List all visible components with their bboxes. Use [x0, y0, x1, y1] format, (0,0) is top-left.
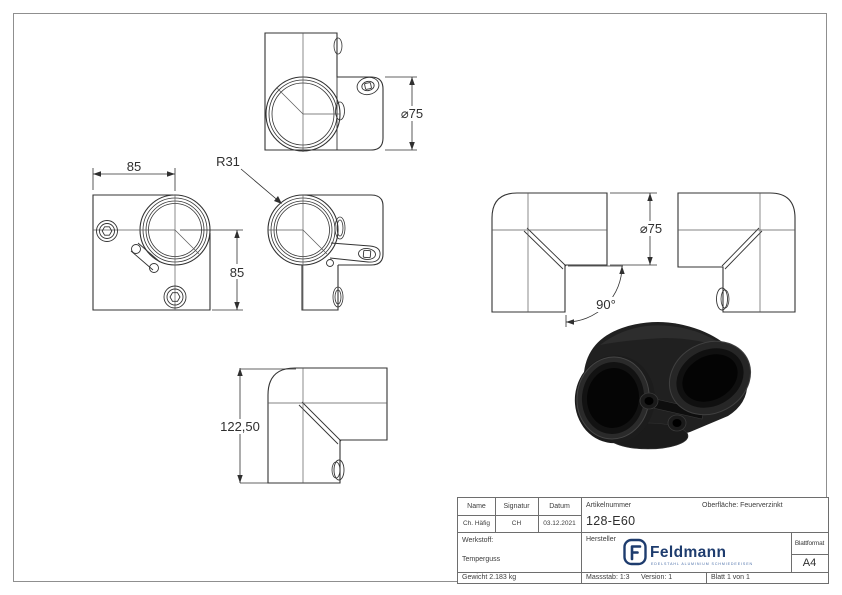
center-lines-side [268, 195, 328, 310]
tb-line [791, 532, 792, 572]
tb-line [458, 532, 828, 533]
tb-line [791, 554, 828, 555]
tb-line [538, 498, 539, 532]
tb-material-value: Temperguss [462, 556, 501, 563]
tb-sheet: Blatt 1 von 1 [711, 574, 750, 581]
tb-line [495, 498, 496, 532]
clamp-band-front [130, 242, 161, 273]
view-elbow-height: 122,50 [214, 367, 388, 484]
view-elbow-mirror [677, 192, 796, 313]
tb-format-label: Blattformat [794, 539, 825, 547]
screw-bosses-3d [639, 392, 687, 432]
tb-surface: Oberfläche: Feuerverzinkt [702, 502, 783, 509]
clamp-screw-top [356, 76, 380, 96]
dim-front-width [92, 168, 176, 191]
tb-header-name: Name [467, 503, 486, 510]
dim-label-elbow-angle: 90° [596, 297, 616, 312]
dim-front-radius [240, 168, 282, 204]
dim-label-top-diameter: ⌀75 [401, 106, 423, 121]
feldmann-logo-text: Feldmann [650, 544, 726, 561]
view-top-clamp: ⌀75 [264, 32, 427, 152]
bottom-screw [163, 285, 187, 309]
tb-article-label: Artikelnummer [586, 502, 632, 509]
tb-line [458, 572, 828, 573]
title-block: Name Signatur Datum Ch. Häfig CH 03.12.2… [457, 497, 829, 584]
dim-label-front-height: 85 [230, 265, 244, 280]
tb-value-name: Ch. Häfig [462, 520, 491, 527]
tb-format-value: A4 [802, 557, 817, 569]
tb-value-date: 03.12.2021 [543, 520, 576, 527]
side-screw [96, 220, 118, 242]
view-elbow: 90° ⌀75 [491, 192, 666, 327]
dim-label-elbow-diameter: ⌀75 [640, 221, 662, 236]
tb-line [458, 515, 581, 516]
tb-weight: Gewicht 2.183 kg [462, 574, 517, 581]
tb-value-signature: CH [511, 520, 522, 527]
center-lines-elbow-height [268, 368, 387, 483]
dim-label-elbow-height: 122,50 [220, 419, 260, 434]
page-border [13, 13, 827, 582]
pipe-opening-right [668, 340, 752, 416]
view-side-clamp [267, 194, 384, 311]
tb-material-label: Werkstoff: [462, 537, 494, 544]
center-lines-front [93, 195, 200, 310]
tb-version: Version: 1 [641, 574, 673, 581]
tb-line [581, 498, 582, 583]
tb-scale: Massstab: 1:3 [586, 574, 630, 581]
clamp-strap-side [326, 242, 381, 267]
render-3d-elbow [574, 321, 752, 450]
dim-label-front-width: 85 [127, 159, 141, 174]
manufacturer-logo: Feldmann EDELSTAHL ALUMINIUM SCHMIEDEEIS… [623, 538, 753, 570]
tb-line [706, 572, 707, 583]
center-lines-top [276, 33, 340, 152]
center-lines-elbow-mirror [678, 193, 795, 312]
center-lines-elbow [492, 193, 607, 312]
tb-header-signature: Signatur [503, 503, 530, 510]
tb-article-number: 128-E60 [586, 514, 636, 528]
view-front: 85 85 R31 [92, 154, 282, 311]
feldmann-logo-tagline: EDELSTAHL ALUMINIUM SCHMIEDEEISEN [651, 562, 753, 566]
tb-manufacturer-label: Hersteller [586, 536, 616, 543]
tb-header-date: Datum [549, 503, 570, 510]
dim-label-front-radius: R31 [216, 154, 240, 169]
feldmann-logo-icon [623, 538, 647, 566]
